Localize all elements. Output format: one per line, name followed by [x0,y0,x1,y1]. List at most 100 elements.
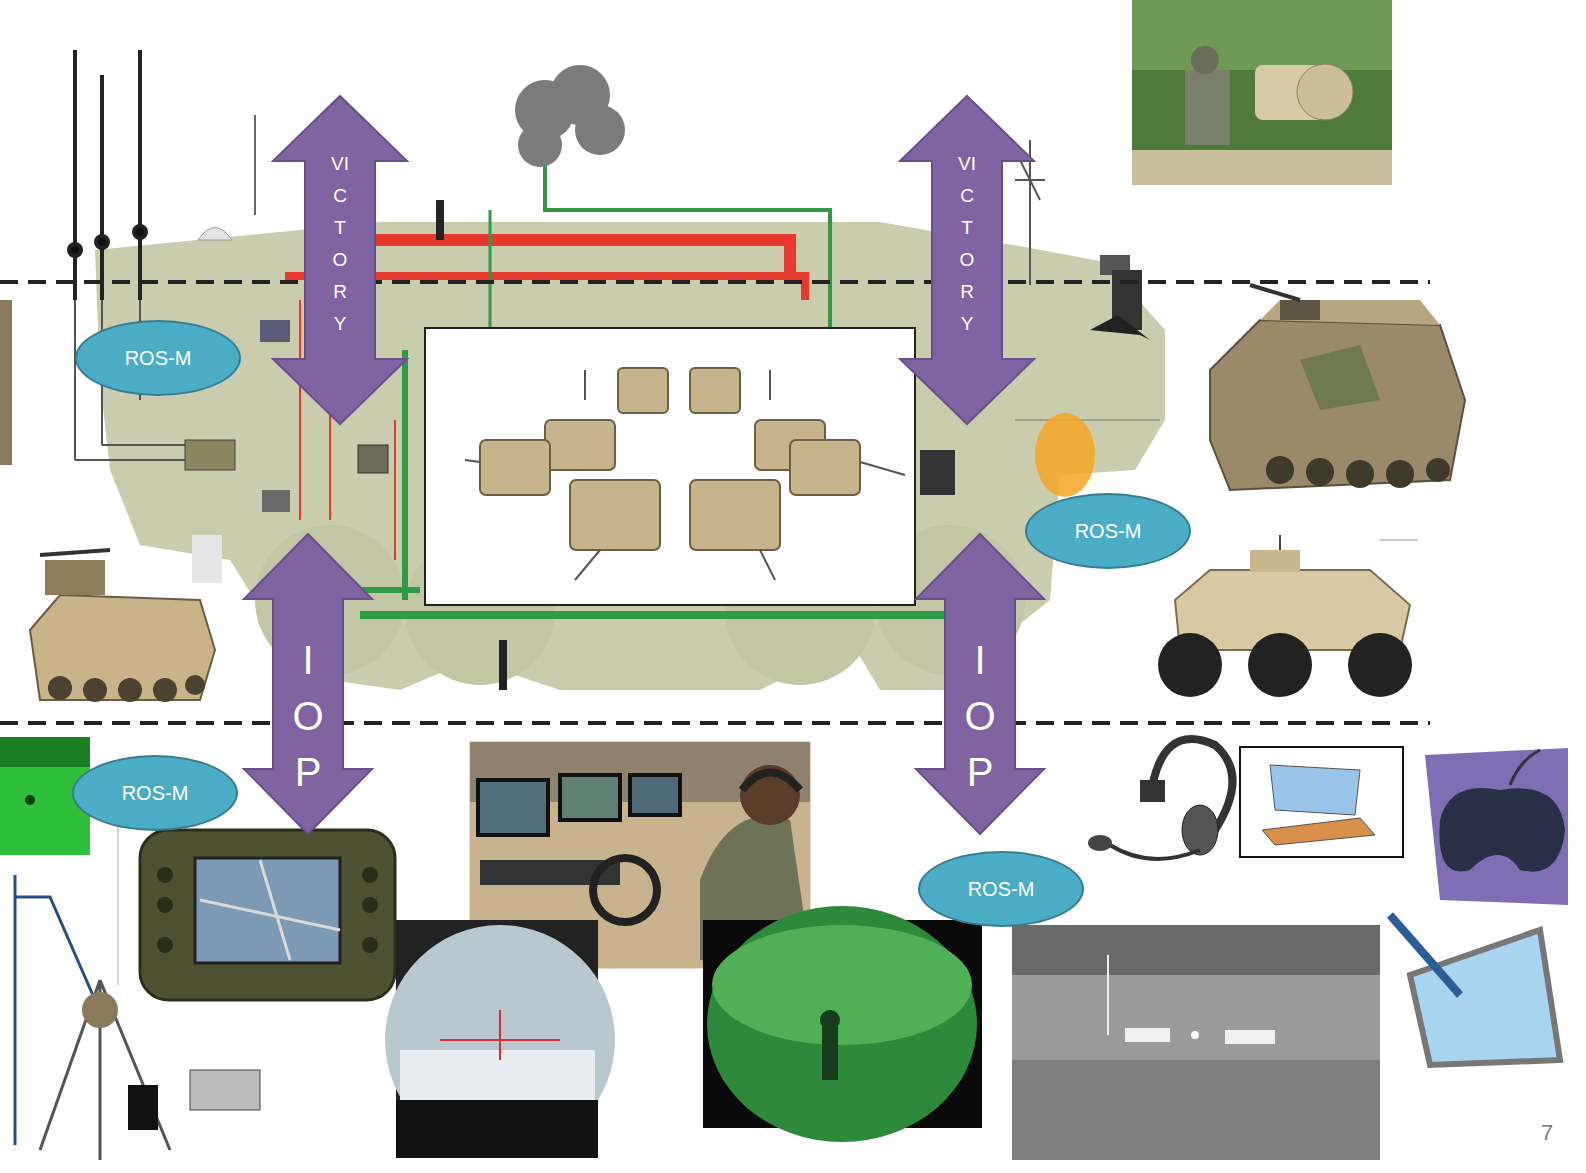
illustration-part [100,75,104,300]
illustration-part [140,830,395,1000]
ros-m-oval: ROS-M [72,755,238,831]
illustration-part [1262,818,1375,845]
illustration-part [40,550,110,555]
antenna-group [69,50,190,460]
illustration-part [157,897,173,913]
illustration-part [480,440,550,495]
illustration-part [740,765,800,825]
illustration-part [1132,0,1392,70]
illustration-part [254,115,256,215]
illustration-part [362,897,378,913]
illustration-part [82,992,118,1028]
soldier-photo [1132,0,1392,185]
illustration-part [1012,1060,1380,1160]
illustration-part [262,490,290,512]
illustration-part [1088,835,1112,851]
illustration-part [200,860,340,960]
illustration-part [1410,930,1560,1065]
illustration-part [102,444,190,446]
dome-antenna [198,115,255,240]
arrow-shape [273,96,407,424]
illustration-part [360,611,1000,619]
illustration-part [690,480,780,550]
illustration-part [820,1010,840,1030]
illustration-part [45,560,105,595]
headset-icon [1088,739,1233,859]
illustration-part [394,420,396,560]
wheeled-robot [1158,535,1418,697]
scope-view [385,920,615,1158]
illustration-part [545,420,615,470]
illustration-part [153,678,177,702]
illustration-part [1158,633,1222,697]
illustration-part [1270,765,1360,815]
illustration-part [1191,46,1219,74]
illustration-part [1348,633,1412,697]
oval-label: ROS-M [122,782,189,805]
double-arrow: IOP [243,533,373,835]
illustration-part [157,937,173,953]
illustration-part [25,795,35,805]
arrow-shape [916,534,1044,834]
illustration-part [1140,780,1165,802]
illustration-part [190,1070,260,1110]
illustration-part [0,300,12,465]
illustration-part [560,775,620,820]
arrow-label: VICTORY [331,148,350,340]
smoke-cloud [515,65,625,167]
illustration-part [198,228,232,241]
night-vision-scene [703,906,982,1142]
illustration-part [83,678,107,702]
illustration-part [584,370,586,400]
illustration-part [40,980,170,1160]
illustration-part [0,721,1430,725]
illustration-part [362,867,378,883]
illustration-part [73,50,77,300]
illustration-part [518,123,562,167]
illustration-part [157,867,378,953]
illustration-part [1012,925,1380,975]
illustration-part [396,1100,598,1158]
illustration-part [96,236,108,248]
illustration-part [570,480,660,550]
illustration-part [400,1050,595,1100]
ros-m-oval: ROS-M [918,851,1084,927]
layer-divider [0,282,1430,723]
tracked-robot [30,535,222,702]
illustration-part [575,550,600,580]
illustration-part [630,775,680,815]
illustration-part [760,550,775,580]
illustration-part [1380,540,1418,541]
illustration-part [1439,788,1565,872]
illustration-part [545,160,830,330]
illustration-part [499,1010,501,1060]
arrow-label: IOP [288,632,328,800]
illustration-part [1240,747,1403,857]
illustration-part [185,440,235,470]
illustration-part [690,368,740,413]
double-arrow: VICTORY [272,95,408,425]
illustration-part [1185,70,1230,145]
arrow-shape [244,534,372,834]
illustration-part [1346,460,1374,488]
illustration-part [790,440,860,495]
illustration-part [1297,64,1353,120]
illustration-part [593,858,657,922]
illustration-part [618,368,668,413]
illustration-part [192,535,222,583]
illustration-part [575,105,625,155]
arrow-label: VICTORY [958,148,977,340]
illustration-part [185,675,205,695]
illustration-part [465,370,905,580]
illustration-part [358,445,388,473]
illustration-part [860,462,905,475]
illustration-part [742,773,800,791]
illustration-part [1306,458,1334,486]
illustration-part [362,937,378,953]
illustration-part [436,200,444,240]
illustration-part [138,50,142,300]
illustration-part [1280,300,1320,320]
illustration-part [822,1025,838,1080]
